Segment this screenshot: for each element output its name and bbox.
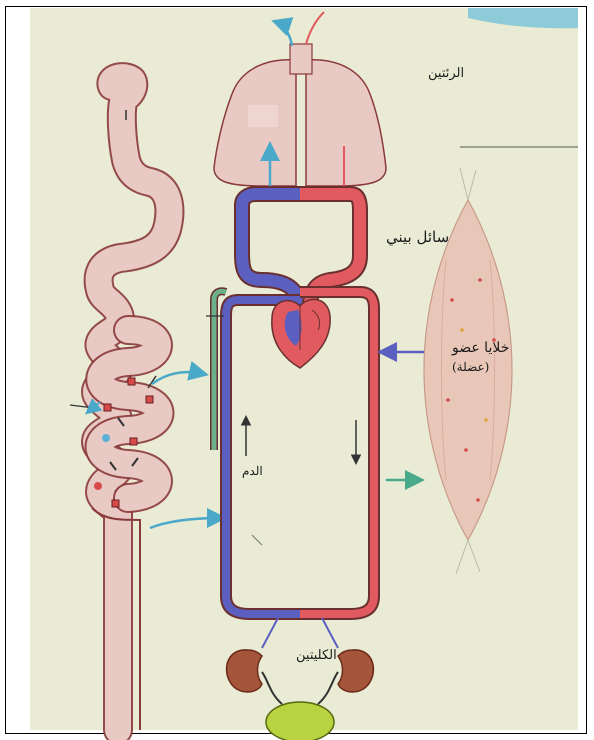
lungs-label: الرئتين (428, 66, 464, 81)
kidneys-label: الكليتين (296, 648, 337, 663)
blood-label: الدم (242, 464, 263, 478)
organ-cells-label: خلايا عضو (452, 340, 509, 356)
interstitial-fluid-label: سائل بيني (386, 228, 449, 246)
organ-cells-sublabel: (عضلة) (452, 360, 489, 374)
